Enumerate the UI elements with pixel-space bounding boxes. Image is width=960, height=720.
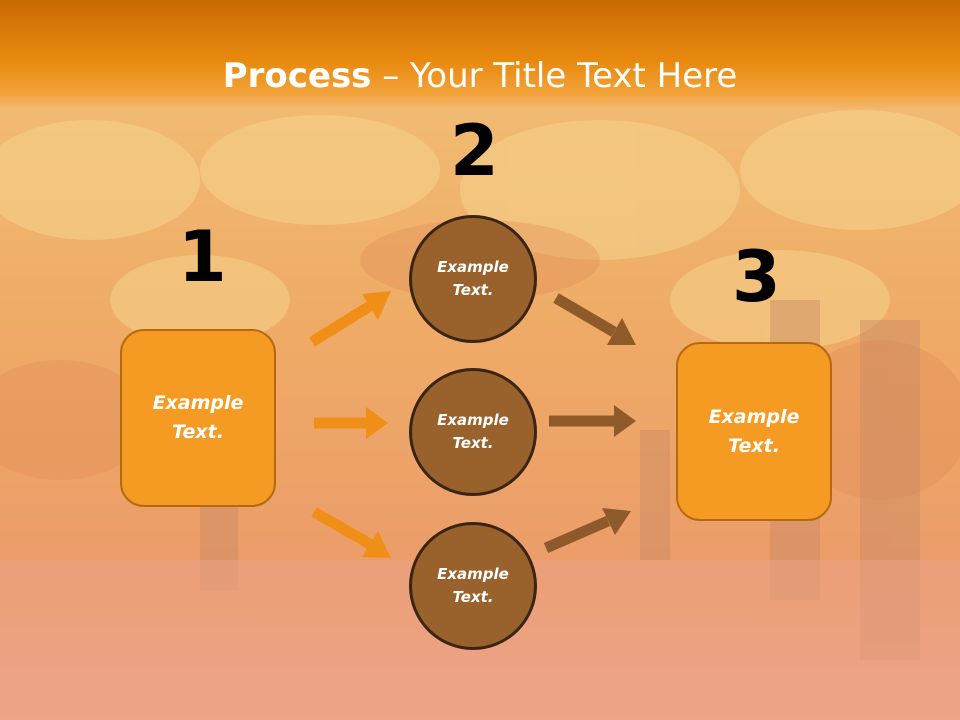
title-bold: Process: [222, 56, 372, 96]
page-title: Process – Your Title Text Here: [0, 56, 960, 96]
step-number-3: 3: [732, 236, 781, 318]
step-2-circle-middle: Example Text.: [409, 368, 537, 496]
arrow-left-to-bottom: [311, 507, 391, 558]
step-1-text: Example Text.: [152, 392, 244, 443]
title-bar: [0, 0, 960, 110]
circle-top-text: Example Text.: [437, 258, 509, 299]
step-2-circle-top: Example Text.: [409, 215, 537, 343]
arrow-top-to-right: [553, 293, 636, 345]
arrow-left-to-middle: [314, 407, 388, 439]
step-number-2: 2: [450, 110, 499, 192]
step-2-circle-bottom: Example Text.: [409, 522, 537, 650]
circle-bottom-text: Example Text.: [437, 565, 509, 606]
step-1-box: Example Text.: [120, 329, 276, 507]
circle-middle-text: Example Text.: [437, 411, 509, 452]
arrow-left-to-top: [309, 291, 391, 347]
step-3-box: Example Text.: [676, 342, 832, 521]
arrow-middle-to-right: [549, 405, 636, 437]
step-3-text: Example Text.: [708, 405, 800, 457]
title-rest: – Your Title Text Here: [371, 56, 738, 96]
step-number-1: 1: [178, 216, 227, 298]
arrow-bottom-to-right: [543, 508, 631, 554]
